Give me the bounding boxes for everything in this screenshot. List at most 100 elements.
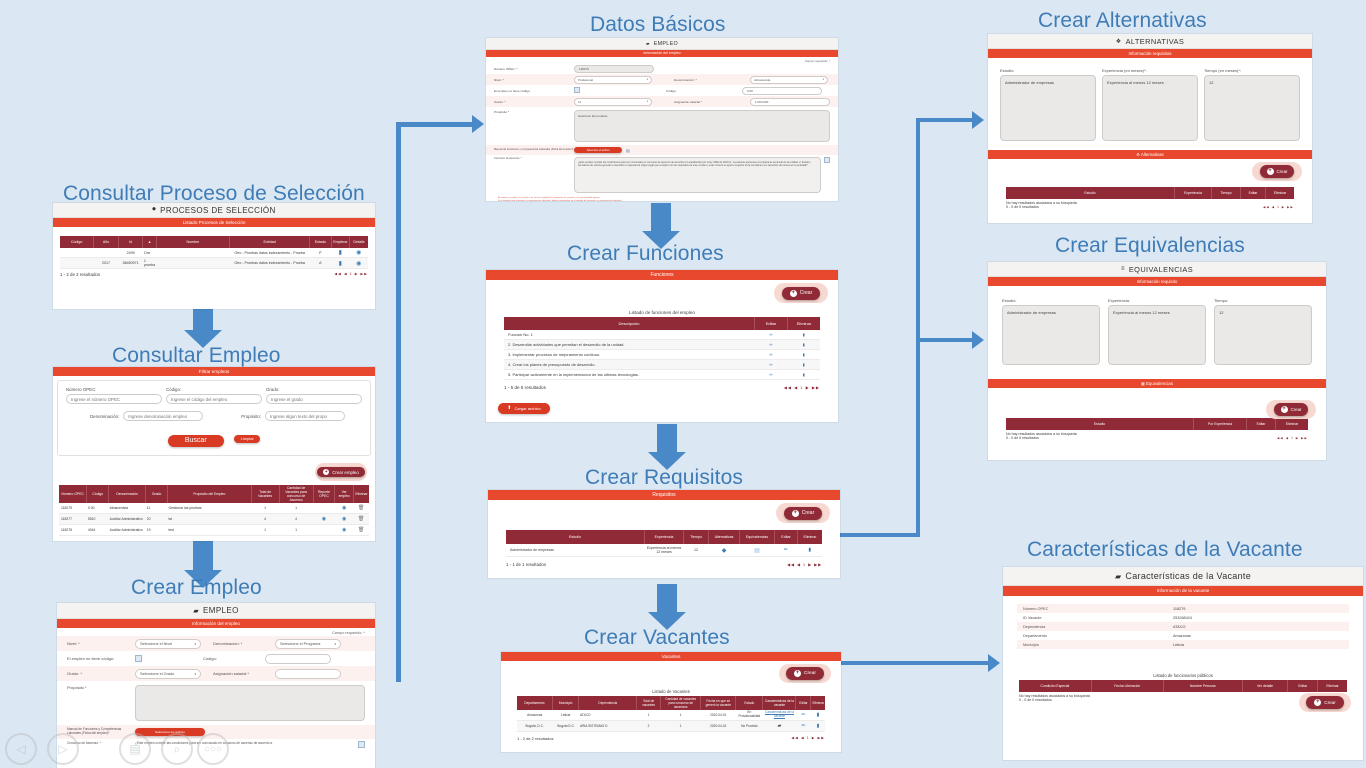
crear-requisito-button-wrap[interactable]: + Crear bbox=[776, 503, 830, 523]
eye-icon[interactable]: ◉ bbox=[341, 505, 347, 511]
select-grado[interactable]: 11▾ bbox=[574, 97, 652, 106]
plus-icon: + bbox=[794, 670, 801, 677]
pencil-icon[interactable]: ✏ bbox=[801, 712, 806, 718]
seleccione-archivo-button[interactable]: Seleccione el archivo bbox=[574, 147, 622, 153]
input-denominacion[interactable] bbox=[123, 411, 204, 421]
slide-menu-button[interactable]: ▤ bbox=[119, 733, 151, 765]
input-codigo[interactable] bbox=[265, 653, 331, 664]
trash-icon[interactable]: 🗑 bbox=[358, 505, 365, 511]
input-grado[interactable] bbox=[266, 394, 363, 404]
crear-equivalencia-button-wrap[interactable]: + Crear bbox=[1266, 400, 1316, 419]
select-denominacion[interactable]: Seleccione el Programa▾ bbox=[275, 638, 341, 649]
input-asignacion-salarial[interactable] bbox=[275, 668, 341, 679]
cell-estado: A bbox=[309, 257, 332, 269]
field-estudio[interactable]: Administrador de empresas bbox=[1000, 75, 1096, 141]
chevron-down-icon: ▾ bbox=[822, 78, 824, 81]
equivalencias-icon[interactable]: ▤ bbox=[754, 547, 760, 554]
input-proposito[interactable] bbox=[265, 411, 346, 421]
crear-alternativa-button-wrap[interactable]: + Crear bbox=[1252, 162, 1302, 181]
buscar-button[interactable]: Buscar bbox=[167, 434, 224, 447]
crear-empleo-button-wrap[interactable]: + Crear empleo bbox=[315, 463, 367, 481]
trash-icon[interactable]: ▮ bbox=[802, 372, 805, 377]
pencil-icon[interactable]: ✏ bbox=[769, 372, 773, 377]
select-nivel-value: Profesional bbox=[578, 77, 594, 82]
crear-alternativa-button[interactable]: + Crear bbox=[1259, 165, 1295, 178]
paginator[interactable]: ◀◀ ◀ 1 ▶ ▶▶ bbox=[783, 385, 820, 390]
crear-funcionario-button-wrap[interactable]: + Crear bbox=[1299, 693, 1351, 712]
trash-icon[interactable]: ▮ bbox=[802, 332, 805, 337]
eye-icon[interactable]: ◉ bbox=[356, 250, 362, 256]
crear-requisito-label: Crear bbox=[801, 510, 815, 516]
plus-icon: + bbox=[791, 509, 799, 517]
textarea-proposito[interactable] bbox=[135, 685, 365, 721]
paginator[interactable]: ◀◀ ◀ 1 ▶ ▶▶ bbox=[1262, 205, 1294, 209]
paginator[interactable]: ◀◀ ◀ 1 ▶ ▶▶ bbox=[1276, 436, 1308, 440]
field-tiempo[interactable]: 12 bbox=[1214, 305, 1312, 365]
caracteristicas-link[interactable]: Características de la vacante bbox=[764, 710, 794, 718]
paginator[interactable]: ◀◀ ◀ 1 ▶ ▶▶ bbox=[334, 272, 368, 276]
input-asignacion-salarial[interactable]: 1.000.000 bbox=[750, 97, 830, 106]
cargar-archivo-button[interactable]: ⬆ Cargar archivo bbox=[498, 402, 550, 414]
field-experiencia[interactable]: Experiencia al menos 12 meses bbox=[1102, 75, 1198, 141]
crear-empleo-button[interactable]: + Crear empleo bbox=[317, 467, 365, 477]
crear-funcionario-button[interactable]: + Crear bbox=[1306, 696, 1344, 709]
crear-vacante-button[interactable]: + Crear bbox=[786, 667, 824, 680]
trash-icon[interactable]: ▮ bbox=[802, 352, 805, 357]
pencil-icon[interactable]: ✏ bbox=[769, 352, 773, 357]
select-grado[interactable]: Seleccione el Grado▾ bbox=[135, 668, 201, 679]
prev-slide-button[interactable]: ◁ bbox=[5, 733, 37, 765]
textarea-proposito[interactable]: Gestionar las pruebas bbox=[574, 110, 830, 142]
crear-funcion-button-wrap[interactable]: + Crear bbox=[774, 283, 828, 303]
reporte-icon[interactable]: ◉ bbox=[321, 516, 327, 522]
select-nivel[interactable]: Profesional▾ bbox=[574, 75, 652, 84]
input-numero-opec[interactable] bbox=[66, 394, 163, 404]
alternativas-icon[interactable]: ◆ bbox=[721, 547, 727, 554]
checkbox-sin-codigo[interactable] bbox=[135, 654, 142, 662]
trash-icon[interactable]: 🗑 bbox=[358, 516, 365, 522]
eye-icon[interactable]: ◉ bbox=[356, 260, 362, 267]
pencil-icon[interactable]: ✏ bbox=[801, 723, 806, 729]
col-sort[interactable]: ▲ bbox=[142, 236, 157, 248]
select-nivel[interactable]: Seleccione el Nivel▾ bbox=[135, 638, 201, 649]
crear-requisito-button[interactable]: + Crear bbox=[783, 506, 823, 520]
more-options-button[interactable]: ○○○ bbox=[197, 733, 229, 765]
checkbox-concurso-ascenso[interactable] bbox=[824, 157, 830, 163]
input-codigo[interactable] bbox=[166, 394, 263, 404]
pencil-icon[interactable]: ✏ bbox=[783, 547, 789, 553]
input-codigo[interactable]: 0.00 bbox=[742, 86, 822, 95]
eye-icon[interactable]: ◉ bbox=[341, 516, 347, 522]
limpiar-button[interactable]: Limpiar bbox=[234, 434, 261, 443]
chevron-down-icon: ▾ bbox=[646, 100, 648, 103]
label-nivel: Nivel: * bbox=[67, 641, 80, 646]
field-estudio[interactable]: Administrador de empresas bbox=[1002, 305, 1100, 365]
trash-icon[interactable]: ▮ bbox=[802, 362, 805, 367]
trash-icon[interactable]: ▮ bbox=[808, 547, 812, 553]
paginator[interactable]: ◀◀ ◀ 1 ▶ ▶▶ bbox=[787, 563, 822, 567]
zoom-button[interactable]: ⌕ bbox=[161, 733, 193, 765]
crear-funcion-button[interactable]: + Crear bbox=[781, 286, 821, 300]
checkbox-sin-codigo[interactable] bbox=[574, 87, 580, 93]
select-denominacion[interactable]: Almacenista▾ bbox=[750, 75, 828, 84]
trash-icon[interactable]: 🗑 bbox=[358, 527, 365, 533]
briefcase-icon[interactable]: ▮ bbox=[338, 260, 342, 267]
briefcase-icon[interactable]: ▰ bbox=[777, 723, 782, 729]
pencil-icon[interactable]: ✏ bbox=[769, 362, 773, 367]
field-experiencia[interactable]: Experiencia al menos 12 meses bbox=[1108, 305, 1206, 365]
pencil-icon[interactable]: ✏ bbox=[769, 332, 773, 337]
trash-icon[interactable]: ▮ bbox=[816, 712, 820, 718]
seleccione-archivo-button[interactable]: Seleccione los archivo bbox=[135, 728, 205, 736]
trash-icon[interactable]: ▮ bbox=[816, 723, 820, 729]
eye-icon[interactable]: ◉ bbox=[341, 527, 347, 533]
crear-vacante-button-wrap[interactable]: + Crear bbox=[779, 664, 831, 683]
col-editar: Editar bbox=[1246, 418, 1276, 430]
pencil-icon[interactable]: ✏ bbox=[769, 342, 773, 347]
field-tiempo[interactable]: 12 bbox=[1204, 75, 1300, 141]
crear-equivalencia-button[interactable]: + Crear bbox=[1273, 403, 1309, 416]
briefcase-icon[interactable]: ▮ bbox=[338, 250, 342, 256]
next-slide-button[interactable]: ▷ bbox=[47, 733, 79, 765]
paginator[interactable]: ◀◀ ◀ 1 ▶ ▶▶ bbox=[791, 736, 825, 740]
trash-icon[interactable]: ▮ bbox=[802, 342, 805, 347]
col-estudio: Estudio bbox=[506, 530, 645, 544]
attachment-icon[interactable]: ▤ bbox=[626, 147, 630, 153]
checkbox-concurso-ascenso[interactable] bbox=[358, 741, 365, 748]
